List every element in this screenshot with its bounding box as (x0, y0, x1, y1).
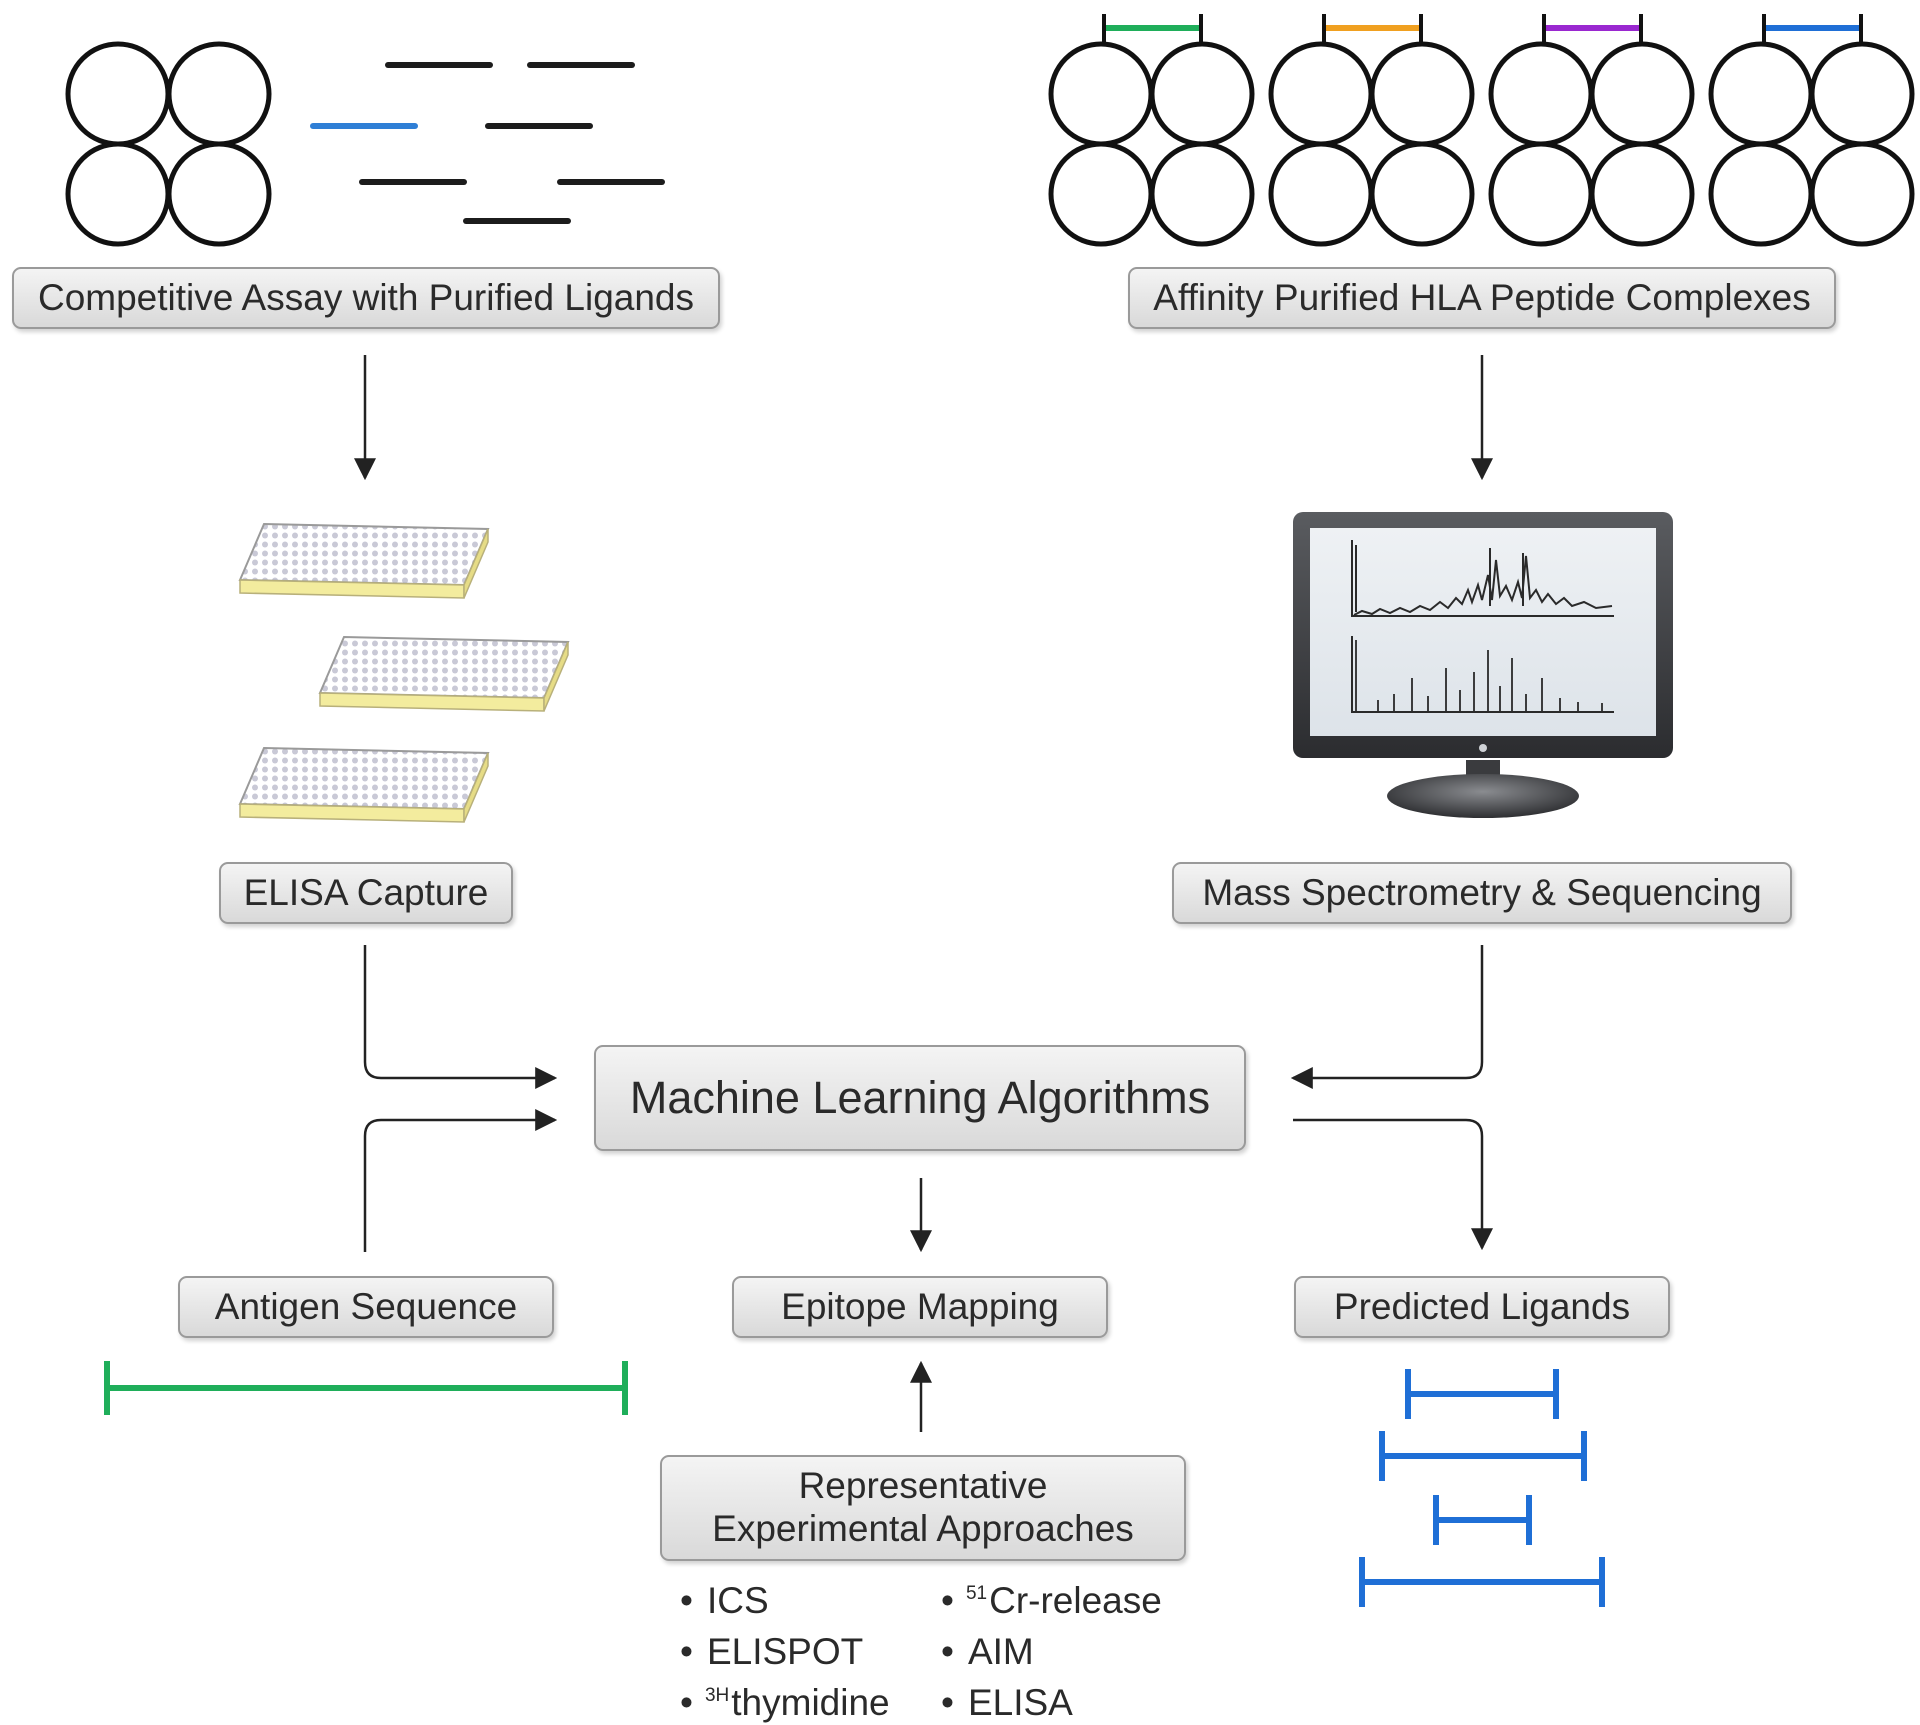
machine-learning-label: Machine Learning Algorithms (594, 1045, 1246, 1151)
ligand-bar (1359, 1557, 1605, 1607)
ligand-bar (1433, 1495, 1532, 1545)
mass-spec-label: Mass Spectrometry & Sequencing (1172, 862, 1792, 924)
antigen-sequence-bar (104, 1361, 628, 1415)
monitor-icon (1293, 512, 1673, 818)
approach-item: 51Cr-release (941, 1572, 1162, 1623)
affinity-purified-label: Affinity Purified HLA Peptide Complexes (1128, 267, 1836, 329)
hla-peptide-complex-icon (1488, 14, 1695, 247)
approaches-list-right: 51Cr-release AIM ELISA (941, 1572, 1162, 1725)
approach-item: 3Hthymidine (680, 1674, 890, 1725)
elisa-plate-icon (238, 522, 490, 599)
arrow (363, 1109, 558, 1252)
peptide-ligands (310, 62, 665, 224)
hla-peptide-complex-icon (1708, 14, 1915, 247)
approach-item: ELISA (941, 1674, 1162, 1725)
mass-spectrum-chart (1351, 540, 1614, 713)
epitope-mapping-label: Epitope Mapping (732, 1276, 1108, 1338)
predicted-ligands-label: Predicted Ligands (1294, 1276, 1670, 1338)
arrow (1290, 945, 1484, 1089)
representative-approaches-label: Representative Experimental Approaches (660, 1455, 1186, 1561)
arrow (363, 945, 558, 1089)
arrow (1293, 1118, 1493, 1251)
approach-item: AIM (941, 1623, 1162, 1674)
hla-peptide-complex-icon (1048, 14, 1255, 247)
approaches-list-left: ICS ELISPOT 3Hthymidine (680, 1572, 890, 1725)
elisa-plate-icon (238, 746, 490, 823)
elisa-plate-icon (318, 635, 570, 712)
ligand-bar (1405, 1369, 1559, 1419)
competitive-assay-label: Competitive Assay with Purified Ligands (12, 267, 720, 329)
approach-item: ICS (680, 1572, 890, 1623)
hla-peptide-complex-icon (1268, 14, 1475, 247)
hla-molecule-icon (65, 41, 272, 247)
antigen-sequence-label: Antigen Sequence (178, 1276, 554, 1338)
ligand-bar (1379, 1431, 1587, 1481)
approach-item: ELISPOT (680, 1623, 890, 1674)
elisa-capture-label: ELISA Capture (219, 862, 513, 924)
predicted-ligand-bars (1359, 1369, 1605, 1607)
